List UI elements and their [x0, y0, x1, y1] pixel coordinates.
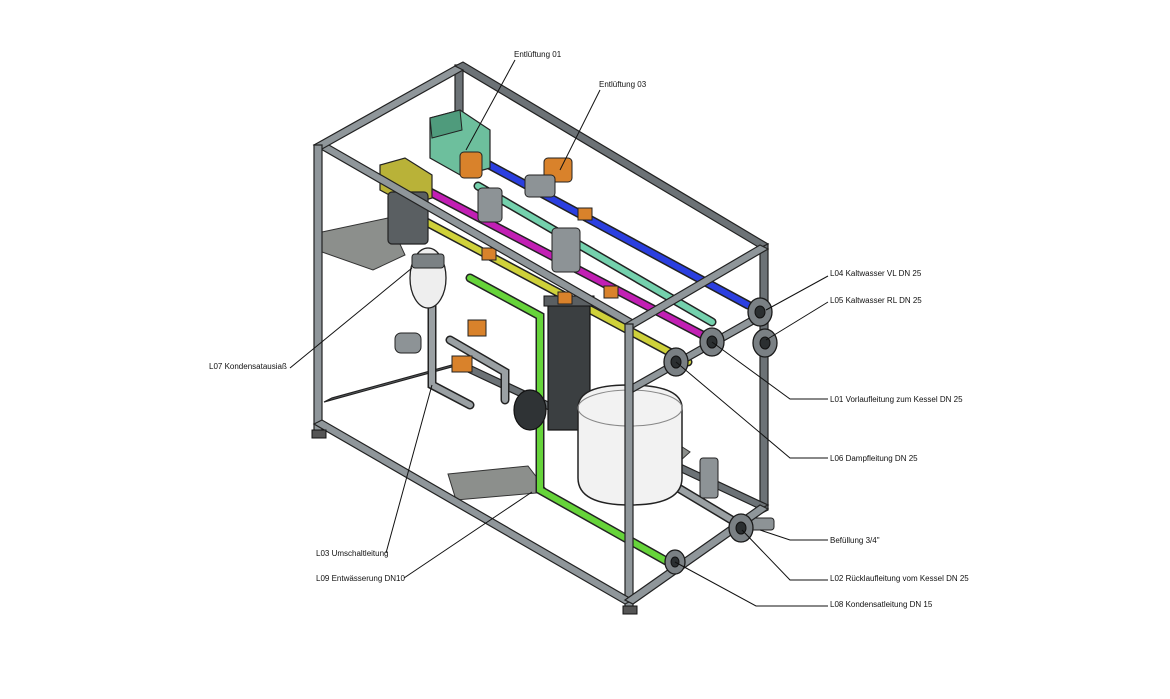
- label-l06: L06 Dampfleitung DN 25: [830, 454, 918, 463]
- label-l03: L03 Umschaltleitung: [316, 549, 388, 558]
- label-befuellung: Befüllung 3/4": [830, 536, 880, 545]
- callout-labels: Entlüftung 01 Entlüftung 03 L04 Kaltwass…: [209, 50, 969, 609]
- label-l05: L05 Kaltwasser RL DN 25: [830, 296, 922, 305]
- frame-front: [311, 65, 770, 615]
- floor-panel-bottom: [447, 465, 549, 501]
- label-l01: L01 Vorlaufleitung zum Kessel DN 25: [830, 395, 963, 404]
- label-l04: L04 Kaltwasser VL DN 25: [830, 269, 922, 278]
- label-l09: L09 Entwässerung DN10: [316, 574, 405, 583]
- label-l08: L08 Kondensatleitung DN 15: [830, 600, 933, 609]
- label-entlueftung-01: Entlüftung 01: [514, 50, 562, 59]
- label-l02: L02 Rücklaufleitung vom Kessel DN 25: [830, 574, 969, 583]
- label-l07: L07 Kondensatausiaß: [209, 362, 287, 371]
- leader-lines: [289, 59, 829, 607]
- label-entlueftung-03: Entlüftung 03: [599, 80, 647, 89]
- pipe-l06-yellow: [397, 205, 691, 365]
- flanges: [663, 297, 778, 575]
